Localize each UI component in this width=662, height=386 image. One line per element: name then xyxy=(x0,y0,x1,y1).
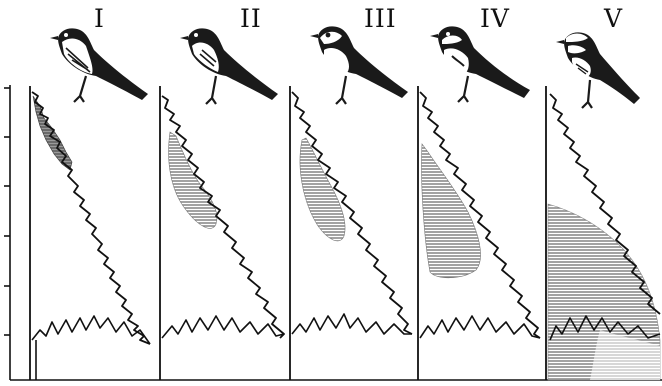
warbler-bird-1 xyxy=(50,28,148,102)
panel-4-label: IV xyxy=(480,4,510,33)
panel-2 xyxy=(160,86,284,380)
height-scale xyxy=(4,85,10,380)
warbler-bird-2 xyxy=(180,28,278,104)
warbler-bird-5 xyxy=(556,32,640,108)
panel-3-label: III xyxy=(364,4,397,33)
panel-2-feeding-zone xyxy=(169,132,217,228)
panel-2-tree-base xyxy=(162,316,284,338)
panel-2-label: II xyxy=(240,4,262,33)
panel-4-tree-base xyxy=(420,316,540,338)
warbler-bird-4 xyxy=(430,26,530,102)
panel-3-tree-outline xyxy=(292,92,412,334)
panel-5-label: V xyxy=(604,4,623,33)
panel-1-label: I xyxy=(94,4,105,33)
panel-3-tree-base xyxy=(292,314,412,334)
panel-3 xyxy=(290,86,412,380)
panel-1-tree-base xyxy=(32,316,150,344)
panel-4 xyxy=(418,86,540,380)
warbler-bird-3 xyxy=(310,26,408,104)
panel-2-tree-outline xyxy=(162,96,284,338)
panel-5 xyxy=(546,86,660,380)
panel-1 xyxy=(30,86,150,380)
